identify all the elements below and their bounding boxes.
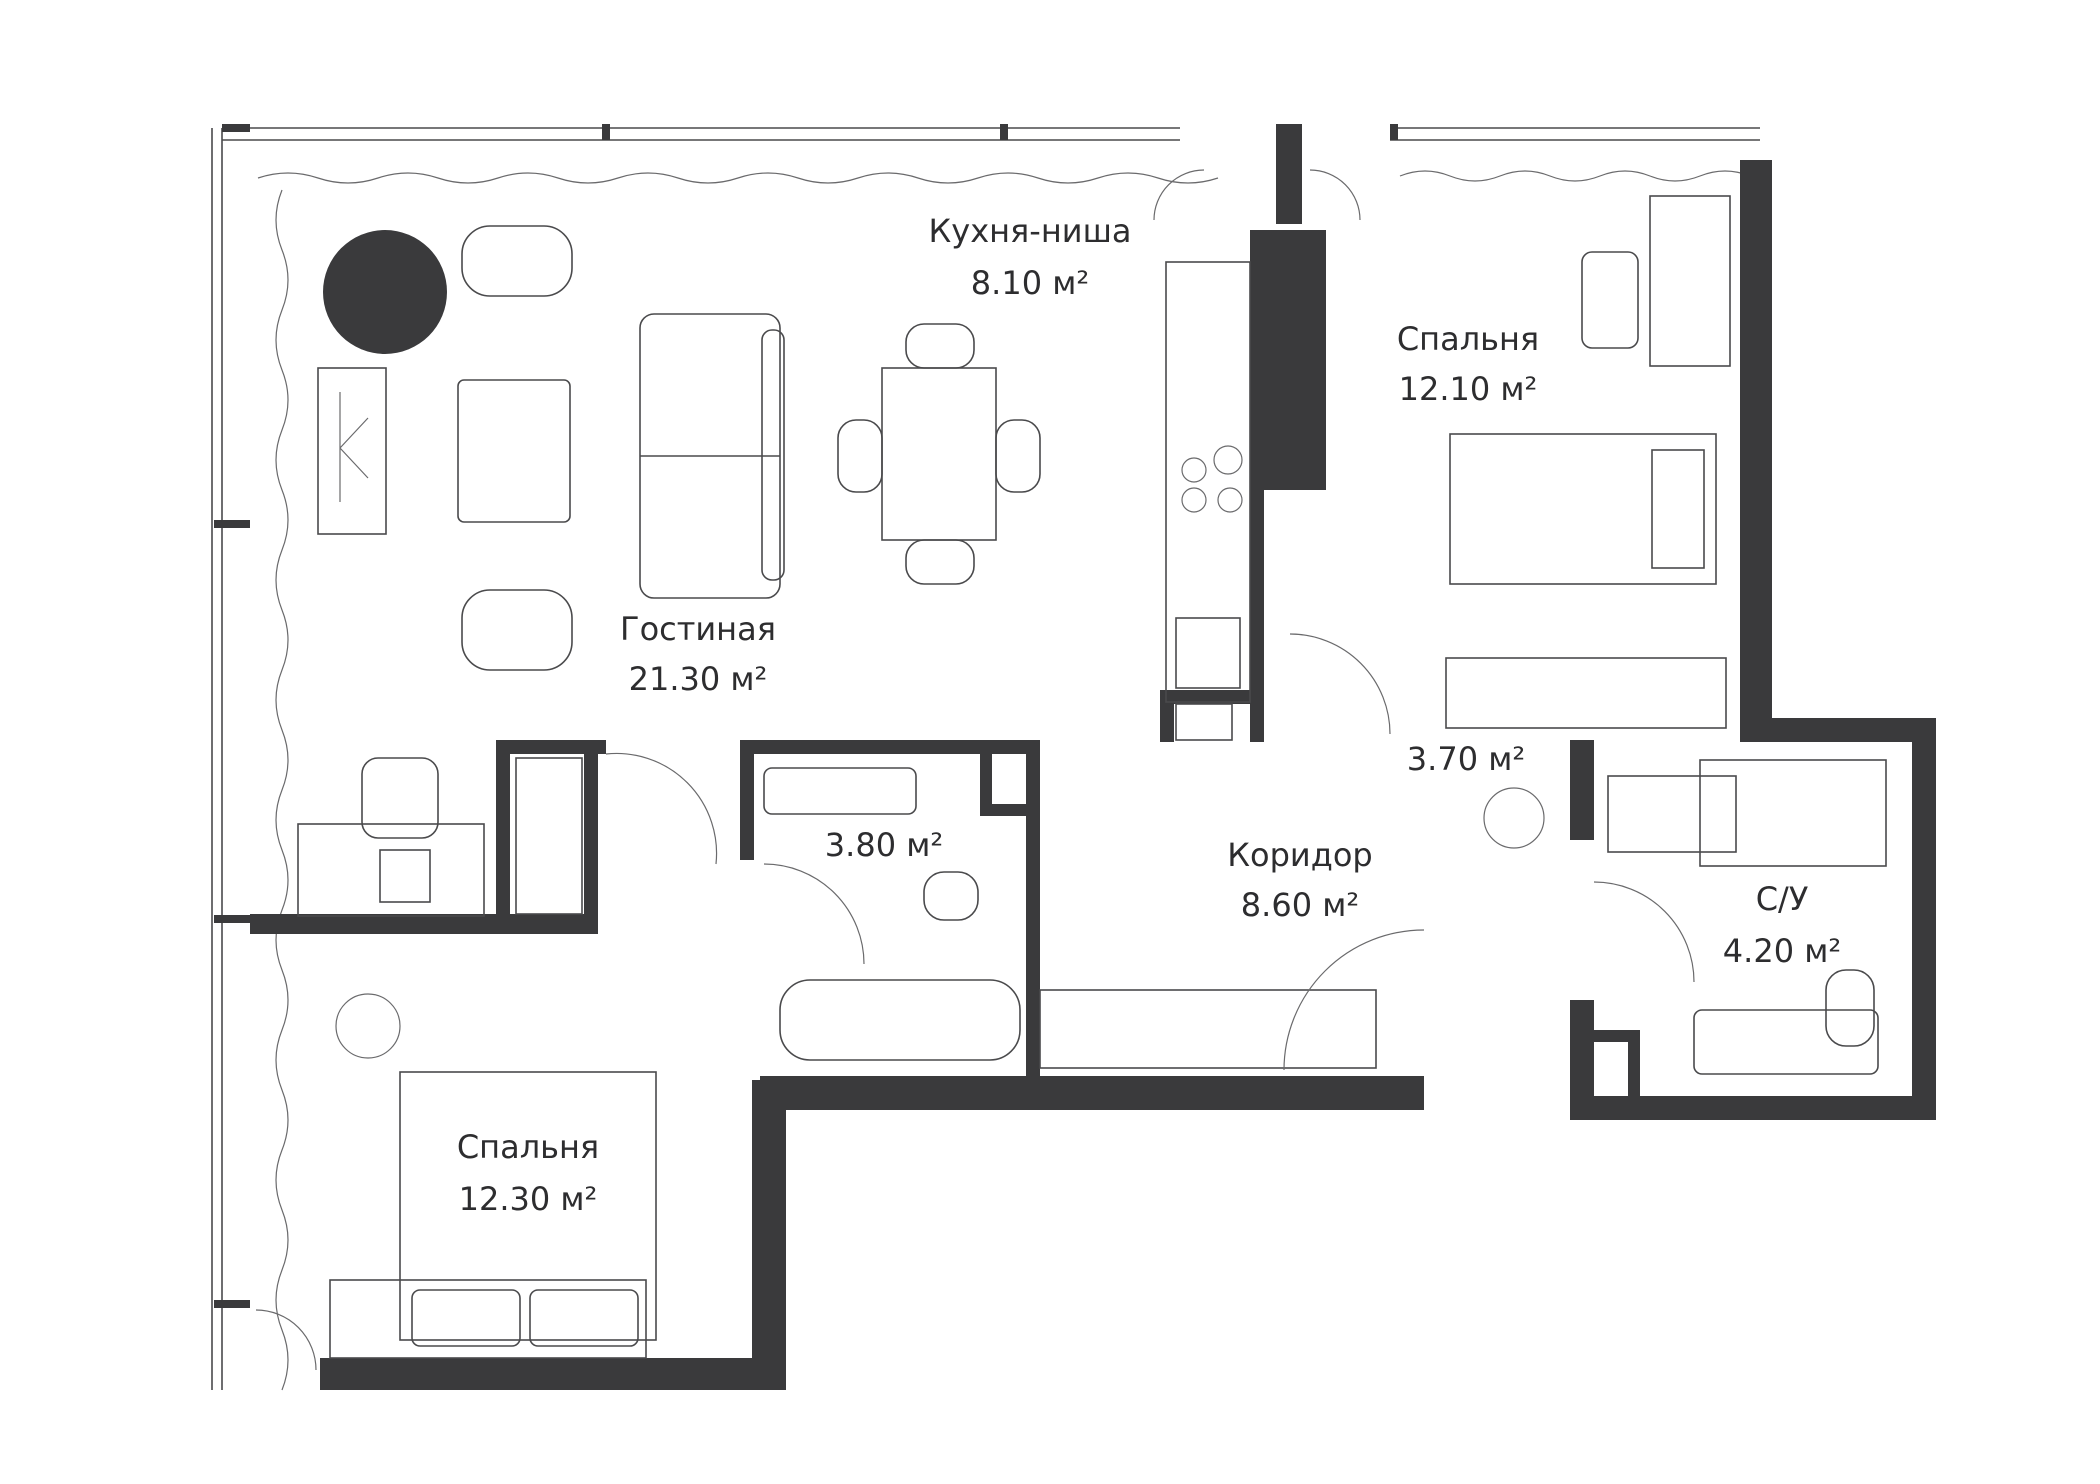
room-bedroom-left: Спальня 12.30 м² — [457, 1128, 599, 1218]
corridor-name: Коридор — [1227, 836, 1372, 874]
room-wc: С/У 4.20 м² — [1723, 880, 1841, 970]
furniture — [297, 195, 1887, 1359]
bath-small-area: 3.80 м² — [825, 826, 943, 864]
windows — [211, 124, 1760, 1390]
living-name: Гостиная — [620, 610, 776, 648]
wc-name: С/У — [1756, 880, 1809, 918]
room-corridor: Коридор 8.60 м² — [1227, 836, 1372, 924]
room-laundry: 3.70 м² — [1407, 740, 1525, 778]
curtains — [257, 170, 1751, 1391]
room-bedroom-right: Спальня 12.10 м² — [1397, 320, 1539, 408]
bedroom-right-name: Спальня — [1397, 320, 1539, 358]
doors — [255, 169, 1695, 1371]
corridor-area: 8.60 м² — [1241, 886, 1359, 924]
bedroom-left-area: 12.30 м² — [459, 1180, 598, 1218]
kitchen-name: Кухня-ниша — [929, 212, 1132, 250]
room-kitchen: Кухня-ниша 8.10 м² — [929, 212, 1132, 302]
laundry-area: 3.70 м² — [1407, 740, 1525, 778]
room-living: Гостиная 21.30 м² — [620, 610, 776, 698]
kitchen-area: 8.10 м² — [971, 264, 1089, 302]
bedroom-left-name: Спальня — [457, 1128, 599, 1166]
room-bath-small: 3.80 м² — [825, 826, 943, 864]
wc-area: 4.20 м² — [1723, 932, 1841, 970]
bedroom-right-area: 12.10 м² — [1399, 370, 1538, 408]
living-area: 21.30 м² — [629, 660, 768, 698]
walls — [250, 124, 1936, 1390]
